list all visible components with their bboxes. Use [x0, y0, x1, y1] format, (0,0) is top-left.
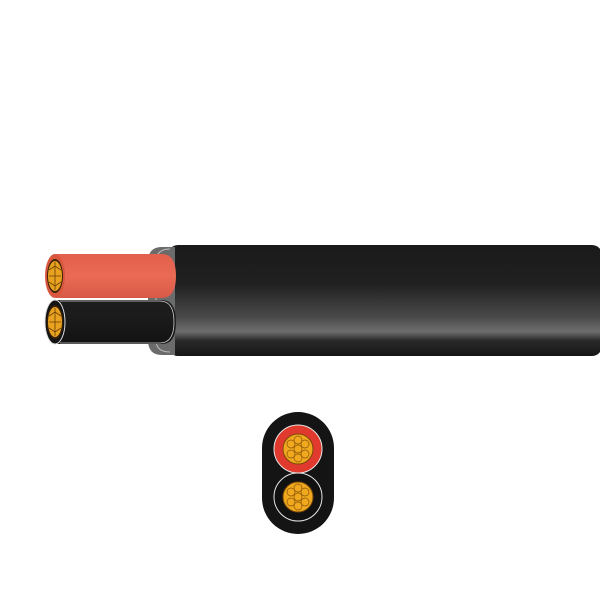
- black-conductor: [48, 307, 62, 337]
- outer-jacket: [168, 245, 600, 356]
- cross-section-black-core: [273, 472, 323, 522]
- black-core: [44, 299, 176, 345]
- cross-section-red-core: [273, 424, 323, 474]
- red-conductor: [48, 261, 62, 291]
- cable-cross-section: [262, 412, 334, 534]
- red-core: [45, 254, 176, 298]
